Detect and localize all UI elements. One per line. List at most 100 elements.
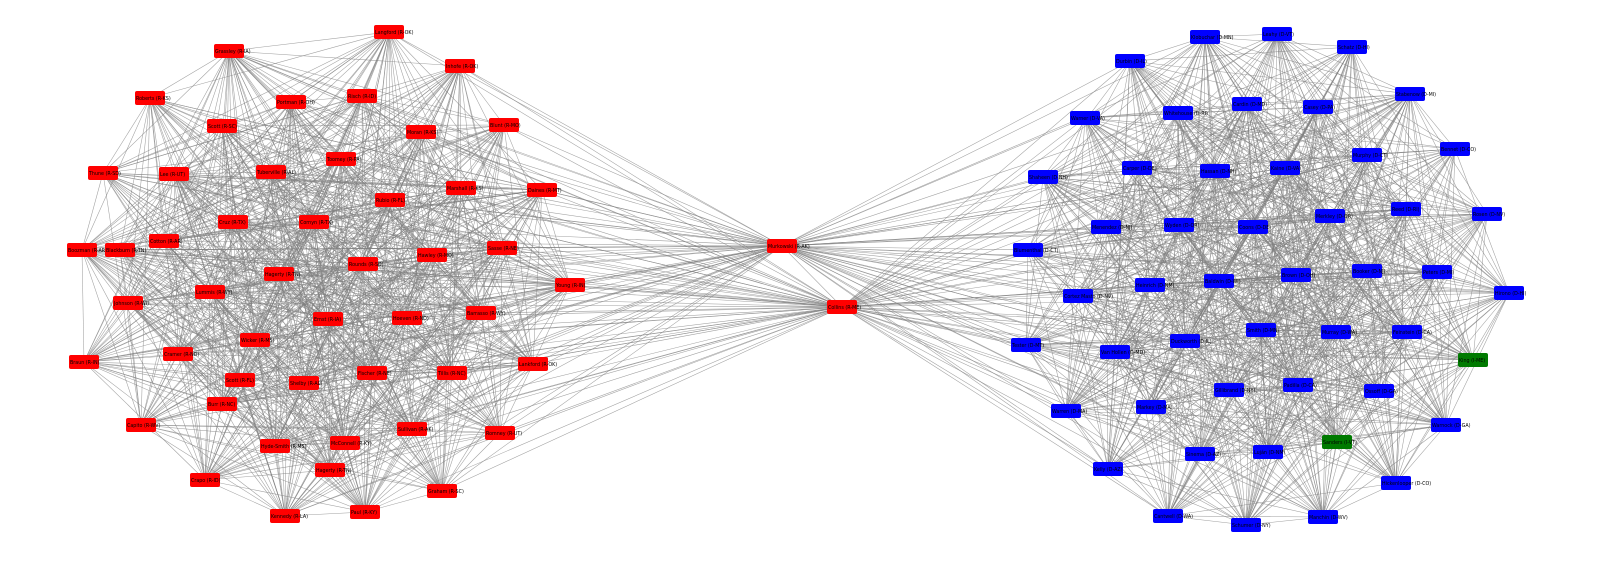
democrat-node-label: Peters (D-MI) [1423,270,1454,276]
republican-node-label: Ernst (R-IA) [314,317,341,323]
edge [1150,406,1447,426]
edge [1267,154,1368,453]
edge [284,306,843,517]
edge [1260,329,1269,453]
democrat-node-box [1494,286,1524,300]
republican-node-label: Marshall (R-KS) [447,186,484,192]
edge [1322,441,1338,518]
edge [83,158,342,363]
edge [1065,215,1331,412]
edge [781,245,1029,251]
edge [274,263,364,447]
edge [1150,224,1180,408]
republican-node-label: Thune (R-SD) [88,171,121,177]
republican-node-box [163,347,193,361]
edge [499,247,503,434]
edge [119,50,230,251]
edge [1167,482,1397,517]
edge [420,131,571,286]
democrat-node-box [1136,400,1166,414]
edge [420,131,501,434]
edge [1042,176,1109,470]
edge [127,302,408,319]
republican-node-box [397,422,427,436]
bridge-node-box [827,300,857,314]
republican-node-box [392,311,422,325]
republican-node-label: Crapo (R-ID) [191,478,221,484]
edge [274,306,843,447]
edge [781,245,843,308]
republican-node-box [214,44,244,58]
republican-node-label: Cruz (R-TX) [219,220,246,226]
democrat-node-label: Smith (D-MN) [1247,328,1280,334]
edge [290,101,783,247]
edge [1246,46,1353,105]
edge [841,226,1107,308]
edge [1167,213,1488,517]
edge [1042,176,1254,228]
edge [1228,389,1338,443]
edge [388,31,571,286]
republican-node-box [375,193,405,207]
edge [228,50,256,341]
republican-node-box [326,152,356,166]
democrat-node-label: Casey (D-PA) [1304,105,1335,111]
republican-node: Cramer (R-ND) [163,347,199,361]
edge [1436,271,1474,361]
edge [1167,331,1337,517]
democrat-node-label: Murray (D-WA) [1322,330,1357,336]
edge [1214,170,1324,518]
edge [232,221,408,319]
edge [841,213,1488,308]
republican-node: Langford (R-OK) [374,25,414,39]
republican-node: Blunt (R-MO) [489,118,521,132]
independent-node-box [1458,353,1488,367]
edge [127,302,305,384]
edge [459,65,462,189]
edge [173,173,329,320]
edge [1260,329,1474,361]
edge [284,312,482,517]
democrat-node-label: Warnock (D-GA) [1432,423,1471,429]
edge [1107,271,1438,470]
edge [1445,213,1488,426]
edge [177,31,390,355]
edge [361,95,505,126]
edge [119,249,346,444]
democrat-node-box [1303,100,1333,114]
edge [329,247,503,471]
edge [499,245,783,434]
republican-node-box [126,418,156,432]
edge [254,339,373,374]
republican-node: Shelby (R-AL) [289,376,322,390]
edge [149,50,230,99]
republican-node-label: Shelby (R-AL) [290,381,322,387]
edge [1228,389,1269,453]
independent-node-label: Sanders (I-VT) [1323,440,1357,446]
edge [177,273,280,355]
democrat-node-box [1283,378,1313,392]
edge [327,318,453,374]
democrat-node: Hirono (D-HI) [1494,286,1527,300]
edge [406,284,571,319]
edge [1114,351,1324,518]
edge [541,189,783,247]
democrat-node-box [1352,264,1382,278]
edge [1218,271,1438,282]
republican-node-box [225,373,255,387]
edge [1336,359,1474,443]
democrat-node: Markey (D-MA) [1136,400,1173,414]
edge [239,245,783,381]
edge [239,379,346,444]
edge [841,224,1180,308]
republican-node-label: Cotton (R-AR) [150,239,183,245]
edge [102,172,843,308]
edge [1245,329,1262,526]
republican-node-box [276,95,306,109]
edge [140,424,331,471]
edge [1025,274,1297,346]
edge [127,245,783,304]
edge [1395,424,1447,484]
edge [1025,344,1169,517]
edge [119,249,276,447]
